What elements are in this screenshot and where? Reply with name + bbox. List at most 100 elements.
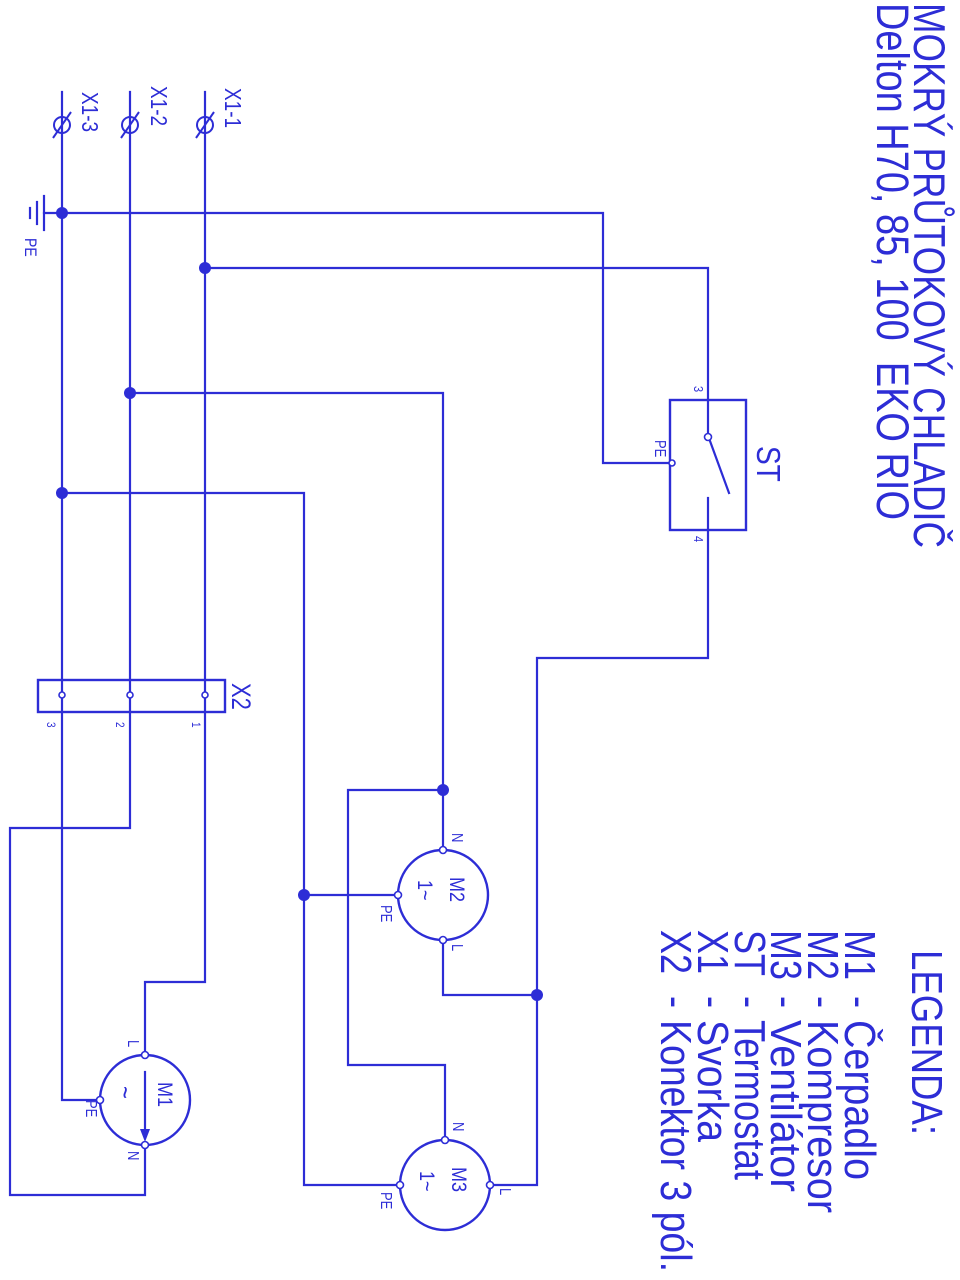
motor-pin-l-label: L: [496, 1188, 513, 1195]
motor-m1: M1 ~ L N PE: [82, 1040, 192, 1160]
motor-pin-n-label: N: [449, 1122, 466, 1131]
thermostat-label: ST: [749, 446, 787, 482]
terminal-x1-2: X1-2: [120, 86, 171, 139]
terminal-circle-icon: [53, 116, 71, 134]
legend-item-name: Termostat: [725, 1020, 773, 1180]
motor-pin-pe: [95, 1095, 105, 1105]
legend-item-code: M1: [835, 930, 883, 980]
junction-x1-2-m2: [124, 387, 136, 399]
wire-x1-1-to-m1-l: [143, 90, 207, 1057]
motor-pin-pe: [393, 890, 403, 900]
thermostat-pin-pe-label: PE: [651, 440, 668, 457]
connector-label: X2: [225, 683, 254, 710]
legend-item: M1 - Čerpadlo: [835, 930, 884, 1180]
title-line-1: MOKRÝ PRŮTOKOVÝ CHLADIČ: [904, 3, 955, 548]
motor-pin-pe: [395, 1180, 405, 1190]
motor-pin-pe-label: PE: [377, 1192, 394, 1209]
motor-pin-n-label: N: [448, 833, 465, 842]
legend-item-code: M2: [798, 930, 846, 980]
connector-box: [36, 678, 227, 714]
motor-pin-l-label: L: [448, 944, 465, 951]
switch-pivot: [703, 432, 713, 442]
connector-pin-3-label: 3: [44, 722, 57, 728]
thermostat-pin-in-label: 3: [691, 386, 706, 392]
terminal-block-x1: X1-1 X1-2 X1-3: [52, 86, 245, 139]
legend-heading: LEGENDA:: [902, 950, 950, 1135]
motor-ac-symbol: 1~: [415, 1171, 439, 1192]
legend-item-separator: -: [761, 996, 809, 1008]
legend-item: X1 - Svorka: [688, 930, 736, 1143]
connector-pin-2: [126, 691, 134, 699]
terminal-circle-icon: [121, 116, 139, 134]
legend: LEGENDA: M1 - Čerpadlo M2 - Kompresor M3…: [651, 930, 950, 1272]
legend-item-code: ST: [725, 930, 773, 976]
legend-item-code: X2: [651, 930, 699, 974]
wire-pe-to-m3-pe: [60, 491, 402, 1187]
motor-label: M2: [445, 877, 469, 902]
legend-item-name: Ventilátor: [761, 1020, 809, 1192]
terminal-label: X1-3: [77, 92, 102, 132]
terminal-x1-1: X1-1: [195, 88, 245, 139]
terminal-label: X1-2: [146, 86, 171, 126]
legend-item-name: Svorka: [688, 1020, 736, 1143]
motor-pin-pe-label: PE: [377, 905, 394, 922]
motor-ac-symbol: ~: [109, 1086, 138, 1099]
wire-pe-to-st-pe: [42, 211, 671, 465]
wire-x1-1-to-st-3: [203, 266, 710, 402]
legend-item-separator: -: [688, 996, 736, 1008]
legend-item: M3 - Ventilátor: [761, 930, 809, 1192]
wire-x1-2-to-m1-n: [8, 90, 147, 1197]
legend-item-separator: -: [835, 996, 883, 1008]
wire-m2-n-to-m3-n: [346, 788, 447, 1142]
motor-pin-n-label: N: [124, 1151, 141, 1160]
thermostat-pin-out-label: 4: [691, 536, 706, 542]
wire-x1-2-to-m2-n: [128, 391, 445, 852]
legend-item-name: Čerpadlo: [835, 1020, 884, 1180]
terminal-circle-icon: [196, 116, 214, 134]
terminal-slash-icon: [52, 111, 72, 139]
terminal-slash-icon: [195, 111, 215, 139]
wire-m2-l-to-junction: [441, 938, 539, 997]
motor-pin-n: [438, 845, 448, 855]
motor-pin-n: [140, 1140, 150, 1150]
junction-x1-1-st: [199, 262, 211, 274]
motor-pin-l: [140, 1050, 150, 1060]
motor-body: [396, 848, 490, 942]
motor-pin-l-label: L: [124, 1040, 141, 1047]
junctions: [56, 207, 543, 1001]
junction-m2-n-m3-n: [437, 784, 449, 796]
wire-x1-3-to-m1-pe: [60, 90, 102, 1102]
junction-pe-ground: [56, 207, 68, 219]
thermostat-pe-pin: [668, 459, 676, 467]
rotation-arrowhead-icon: [140, 1129, 150, 1142]
wire-st-4-to-m3-l: [488, 528, 710, 1187]
title-line-2: Delton H70, 85, 100 EKO RIO: [867, 3, 918, 520]
motor-pin-l: [485, 1180, 495, 1190]
title-block: MOKRÝ PRŮTOKOVÝ CHLADIČ Delton H70, 85, …: [867, 3, 955, 548]
switch-blade-icon: [708, 439, 731, 495]
motor-label: M1: [153, 1082, 177, 1107]
junction-l-m2-m3: [531, 989, 543, 1001]
junction-x1-3-pe: [56, 487, 68, 499]
motor-ac-symbol: 1~: [413, 880, 437, 901]
ground-symbol: PE: [21, 194, 46, 257]
connector-pin-1: [201, 691, 209, 699]
legend-item-name: Kompresor: [798, 1020, 846, 1213]
legend-item: X2 - Konektor 3 pól.: [651, 930, 699, 1272]
motor-label: M3: [447, 1167, 471, 1192]
legend-item-name: Konektor 3 pól.: [651, 1020, 699, 1272]
legend-item-separator: -: [651, 996, 699, 1008]
legend-item-separator: -: [725, 996, 773, 1008]
legend-item-code: X1: [688, 930, 736, 974]
terminal-slash-icon: [120, 111, 140, 139]
thermostat-st: ST 3 4 PE: [651, 386, 788, 542]
terminal-x1-3: X1-3: [52, 92, 102, 139]
wires: [8, 90, 710, 1197]
legend-item: ST - Termostat: [725, 930, 773, 1180]
terminal-label: X1-1: [220, 88, 245, 128]
motor-m3: M3 1~ N L PE: [377, 1122, 513, 1232]
ground-label: PE: [21, 238, 39, 257]
connector-pin-1-label: 1: [189, 722, 202, 728]
legend-item-separator: -: [798, 996, 846, 1008]
